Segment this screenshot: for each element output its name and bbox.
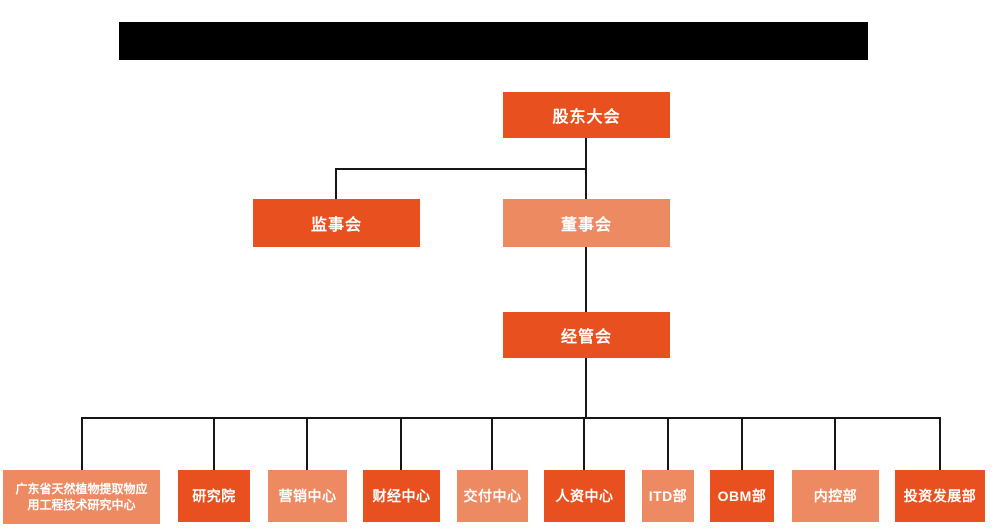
org-node-dept-obm: OBM部 [710, 470, 774, 522]
connector-drop-dept-3 [306, 417, 308, 470]
org-node-dept-research-center: 广东省天然植物提取物应用工程技术研究中心 [3, 470, 160, 524]
org-node-board-of-directors: 董事会 [503, 199, 670, 247]
org-node-dept-itd: ITD部 [642, 470, 694, 522]
org-node-dept-marketing-center: 营销中心 [268, 470, 347, 522]
org-node-dept-finance-center: 财经中心 [363, 470, 440, 522]
connector-drop-supervisory [335, 168, 337, 199]
connector-management-stem [585, 358, 587, 418]
connector-drop-dept-2 [213, 417, 215, 470]
connector-drop-dept-1 [81, 417, 83, 470]
org-node-dept-hr-center: 人资中心 [544, 470, 625, 522]
connector-drop-dept-6 [583, 417, 585, 470]
connector-level2-horizontal [335, 168, 587, 170]
connector-drop-dept-4 [400, 417, 402, 470]
org-node-shareholders-meeting: 股东大会 [503, 92, 670, 138]
org-node-management-committee: 经管会 [503, 312, 670, 358]
connector-board-to-management [585, 247, 587, 312]
connector-drop-dept-8 [741, 417, 743, 470]
connector-drop-dept-9 [834, 417, 836, 470]
org-node-dept-internal-control: 内控部 [792, 470, 879, 522]
connector-drop-dept-7 [667, 417, 669, 470]
connector-drop-dept-5 [491, 417, 493, 470]
org-node-dept-delivery-center: 交付中心 [457, 470, 528, 522]
org-node-dept-research-institute: 研究院 [178, 470, 250, 522]
org-node-supervisory-board: 监事会 [253, 199, 420, 247]
connector-drop-dept-10 [939, 417, 941, 470]
connector-level4-horizontal [81, 417, 941, 419]
org-node-dept-investment-development: 投资发展部 [895, 470, 985, 522]
redacted-title-bar [119, 22, 868, 60]
